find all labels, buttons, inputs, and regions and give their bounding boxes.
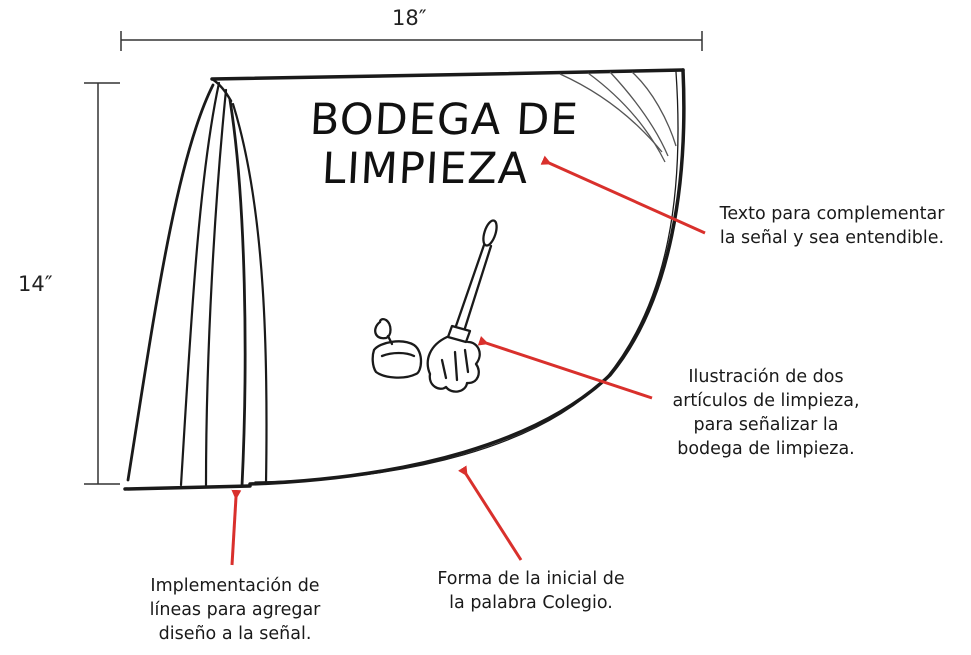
arrow-to-illustration	[477, 336, 653, 400]
annotation-text-purpose: Texto para complementar la señal y sea e…	[719, 204, 945, 248]
annotation-arrows	[230, 155, 706, 566]
annotation-shape: Forma de la inicial de la palabra Colegi…	[437, 569, 625, 613]
arrow-to-lines	[230, 489, 242, 566]
arrow-to-text	[540, 155, 706, 235]
arrow-to-shape	[458, 465, 523, 561]
annotation-illustration: Ilustración de dos artículos de limpieza…	[672, 367, 860, 459]
height-dimension-line	[84, 82, 120, 485]
width-label: 18″	[392, 6, 427, 30]
corner-curl-lines	[559, 71, 677, 163]
width-dimension-line	[120, 31, 703, 51]
sign-outline	[123, 68, 686, 491]
dustpan-icon	[371, 318, 423, 379]
annotation-lines: Implementación de líneas para agregar di…	[149, 576, 321, 644]
decorative-lines	[126, 81, 268, 488]
height-label: 14″	[18, 272, 53, 296]
broom-icon	[426, 219, 498, 393]
sign-title-line1: BODEGA DE	[308, 95, 580, 145]
sign-title-line2: LIMPIEZA	[320, 144, 530, 194]
